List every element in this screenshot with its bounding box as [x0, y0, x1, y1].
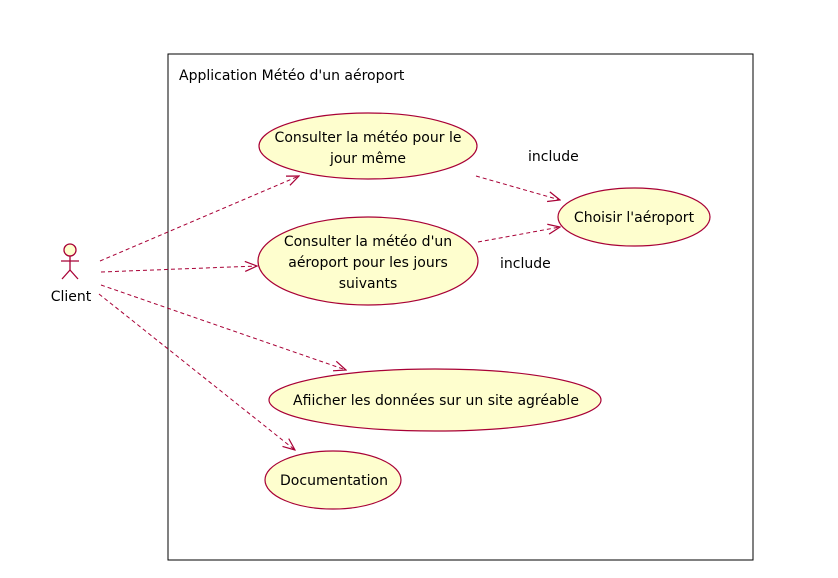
relation-client-to-uc4 — [100, 284, 346, 370]
use-case-label-line: Choisir l'aéroport — [574, 210, 695, 226]
use-case-label-line: suivants — [339, 276, 398, 292]
relation-uc1-include-uc3 — [475, 175, 560, 200]
actor-name: Client — [51, 289, 92, 305]
system-boundary: Application Météo d'un aéroport — [167, 53, 754, 561]
include-label-1: include — [528, 149, 579, 165]
use-case-uc2: Consulter la météo d'un aéroport pour le… — [257, 216, 479, 306]
include-label-2: include — [500, 256, 551, 272]
relation-uc2-include-uc3 — [477, 227, 560, 243]
use-case-label-line: aéroport pour les jours — [288, 255, 448, 271]
use-case-uc4: Afiicher les données sur un site agréabl… — [268, 368, 602, 432]
use-case-label-line: Afiicher les données sur un site agréabl… — [293, 393, 579, 409]
relation-client-to-uc5 — [98, 293, 295, 450]
use-case-ellipse — [258, 112, 478, 180]
relation-client-to-uc1 — [99, 176, 299, 262]
use-case-uc3: Choisir l'aéroport — [557, 187, 711, 247]
relation-client-to-uc2 — [100, 266, 257, 273]
use-case-ellipse — [257, 216, 479, 306]
use-case-label-line: Consulter la météo pour le — [275, 130, 462, 146]
system-title: Application Météo d'un aéroport — [179, 68, 405, 84]
use-case-label-line: Consulter la météo d'un — [284, 234, 452, 250]
relations: include include — [98, 149, 579, 450]
use-case-label-line: Documentation — [280, 473, 388, 489]
use-case-ellipse — [557, 187, 711, 247]
use-case-uc5: Documentation — [264, 450, 402, 510]
system-boundary-box — [167, 53, 754, 561]
use-case-uc1: Consulter la météo pour le jour même — [258, 112, 478, 180]
use-case-label-line: jour même — [329, 151, 406, 167]
actor-client: Client — [51, 243, 92, 305]
use-case-ellipse — [268, 368, 602, 432]
stick-figure-actor-icon — [61, 243, 79, 280]
use-case-ellipse — [264, 450, 402, 510]
